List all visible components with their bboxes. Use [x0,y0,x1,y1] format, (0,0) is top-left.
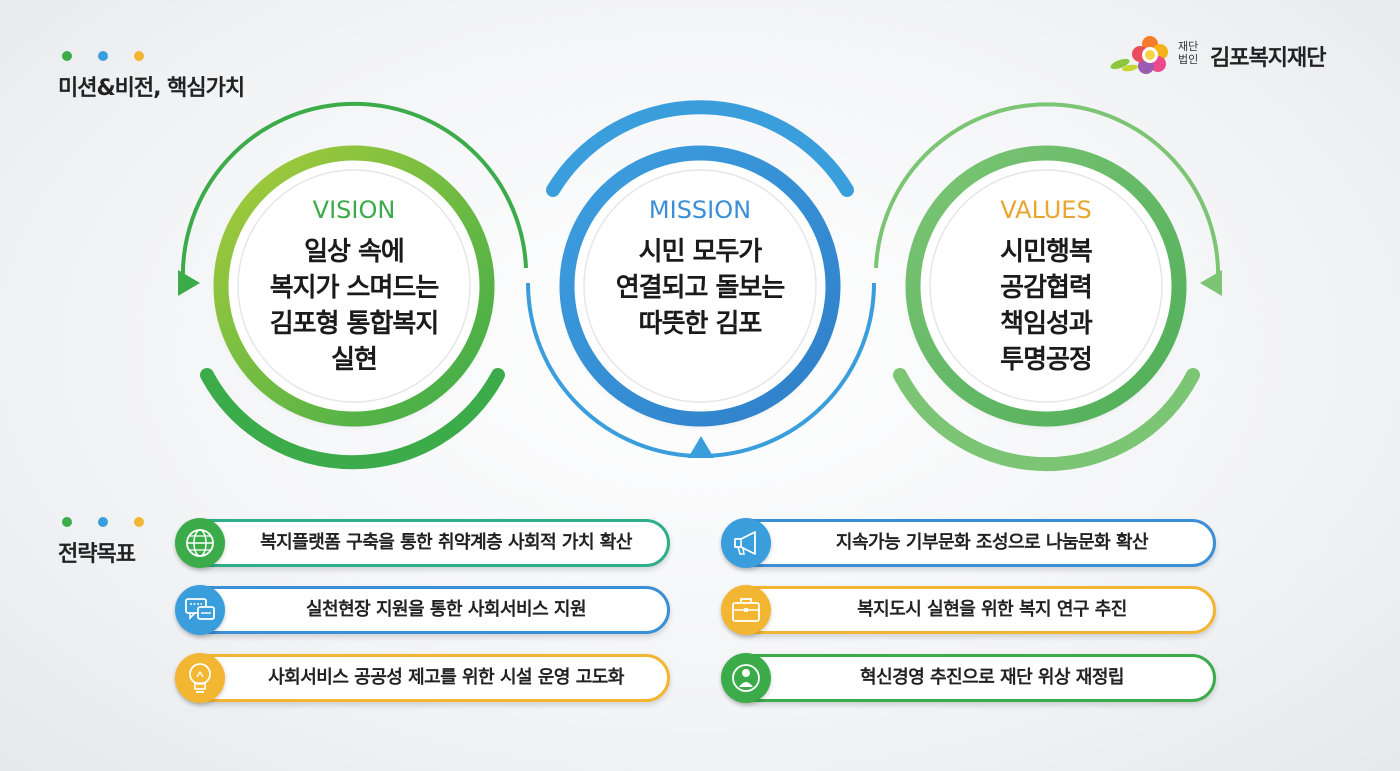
vision-line: 김포형 통합복지 [269,309,440,339]
strategy-item-text: 혁신경영 추진으로 재단 위상 재정립 [860,667,1124,688]
values-outer-arc [874,102,1221,284]
blue-dot [98,51,108,61]
values-line: 투명공정 [1000,345,1093,375]
logo-small-text-2: 법인 [1178,53,1199,66]
vision-ring [213,145,495,427]
strategy-item: 지속가능 기부문화 조성으로 나눔문화 확산 [721,518,1216,568]
strategy-item-text: 복지플랫폼 구축을 통한 취약계층 사회적 가치 확산 [260,532,632,553]
vision-outer-arc [180,101,528,284]
mission-line: 시민 모두가 [638,237,763,267]
mission-circle [526,100,876,458]
logo-small-text-1: 재단 [1178,40,1199,53]
values-right-arrow [1200,270,1222,296]
yellow-dot [134,517,144,527]
strategy-item: 복지플랫폼 구축을 통한 취약계층 사회적 가치 확산 [175,518,670,568]
green-dot [62,51,72,61]
logo-name: 김포복지재단 [1210,46,1326,71]
circles-diagram [178,100,1222,472]
strategy-item-text: 사회서비스 공공성 제고를 위한 시설 운영 고도화 [268,667,624,688]
values-ring [905,145,1187,427]
values-circle [874,102,1222,472]
vision-line: 복지가 스며드는 [269,273,440,303]
values-line: 책임성과 [1000,309,1093,339]
values-text: VALUES 시민행복 공감협력 책임성과 투명공정 [916,196,1176,378]
values-label: VALUES [1000,196,1092,224]
strategy-item-text: 지속가능 기부문화 조성으로 나눔문화 확산 [835,532,1149,553]
strategy-item-text: 실천현장 지원을 통한 사회서비스 지원 [305,599,587,620]
values-bottom-arc [893,368,1200,472]
strategy-item: 실천현장 지원을 통한 사회서비스 지원 [175,585,670,635]
lightbulb-icon [175,653,225,703]
flower-logo-icon [1110,36,1168,74]
mission-line: 따뜻한 김포 [638,309,763,339]
page-title: 미션&비전, 핵심가치 [58,76,245,101]
strategy-title: 전략목표 [58,542,136,567]
vision-line: 일상 속에 [304,237,405,267]
vision-text: VISION 일상 속에 복지가 스며드는 김포형 통합복지 실현 [224,196,484,378]
values-line: 공감협력 [1000,273,1093,303]
foundation-logo: 재단 법인 김포복지재단 [1108,34,1358,78]
green-dot [62,517,72,527]
vision-circle [178,101,528,470]
header-dots [62,51,144,61]
strategy-item-text: 복지도시 실현을 위한 복지 연구 추진 [857,599,1127,620]
mission-up-arrow [688,436,714,458]
mission-top-arc [546,100,854,197]
yellow-dot [134,51,144,61]
person-icon [721,653,771,703]
globe-icon [175,518,225,568]
values-line: 시민행복 [1000,237,1093,267]
vision-bottom-arc [200,368,505,470]
strategy-item: 혁신경영 추진으로 재단 위상 재정립 [721,653,1216,703]
briefcase-icon [721,585,771,635]
vision-line: 실현 [331,345,378,375]
strategy-item: 사회서비스 공공성 제고를 위한 시설 운영 고도화 [175,653,670,703]
chat-bubble-icon [175,585,225,635]
mission-line: 연결되고 돌보는 [615,273,786,303]
megaphone-icon [721,518,771,568]
strategy-item: 복지도시 실현을 위한 복지 연구 추진 [721,585,1216,635]
mission-text: MISSION 시민 모두가 연결되고 돌보는 따뜻한 김포 [570,196,830,342]
mission-ring [559,145,841,427]
vision-left-arrow [178,270,200,296]
blue-dot [98,517,108,527]
strategy-dots [62,517,144,527]
vision-label: VISION [312,196,396,224]
mission-label: MISSION [648,196,752,224]
